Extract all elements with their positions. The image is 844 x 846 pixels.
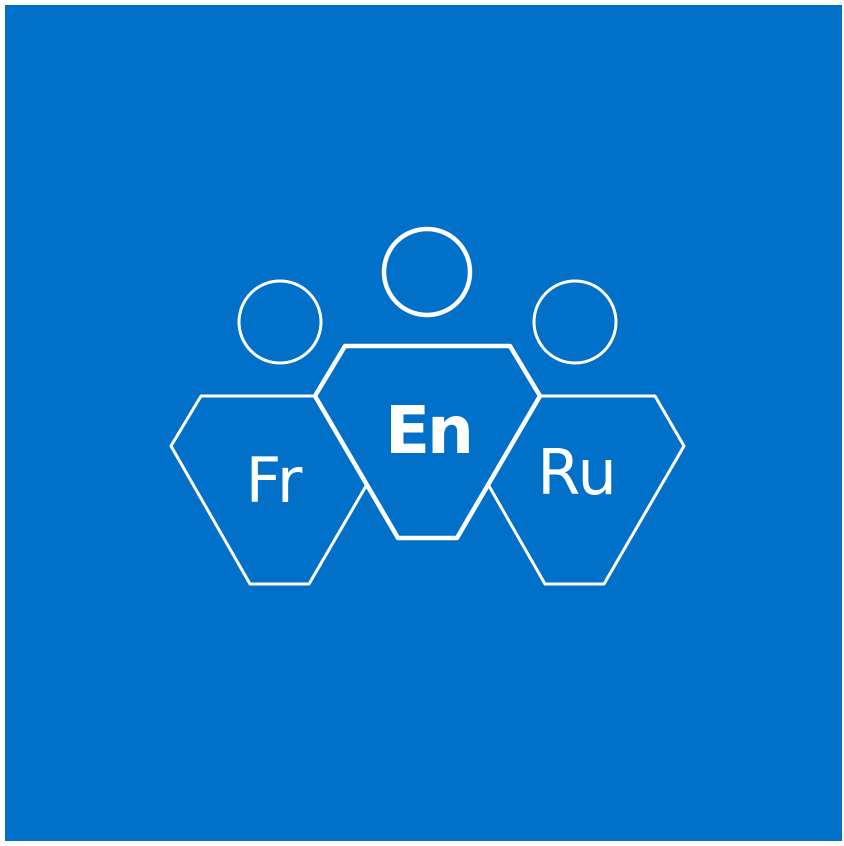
center-person-head-icon [381, 226, 473, 318]
left-person-head-icon [237, 279, 323, 365]
right-person-head-icon [532, 279, 618, 365]
right-person-body-icon [487, 394, 686, 586]
language-label-ru: Ru [537, 436, 617, 509]
language-label-en: En [385, 392, 471, 469]
language-label-fr: Fr [246, 444, 303, 517]
logo-background [5, 5, 842, 841]
center-person-body-icon [312, 343, 543, 541]
left-person-body-icon [169, 394, 368, 586]
